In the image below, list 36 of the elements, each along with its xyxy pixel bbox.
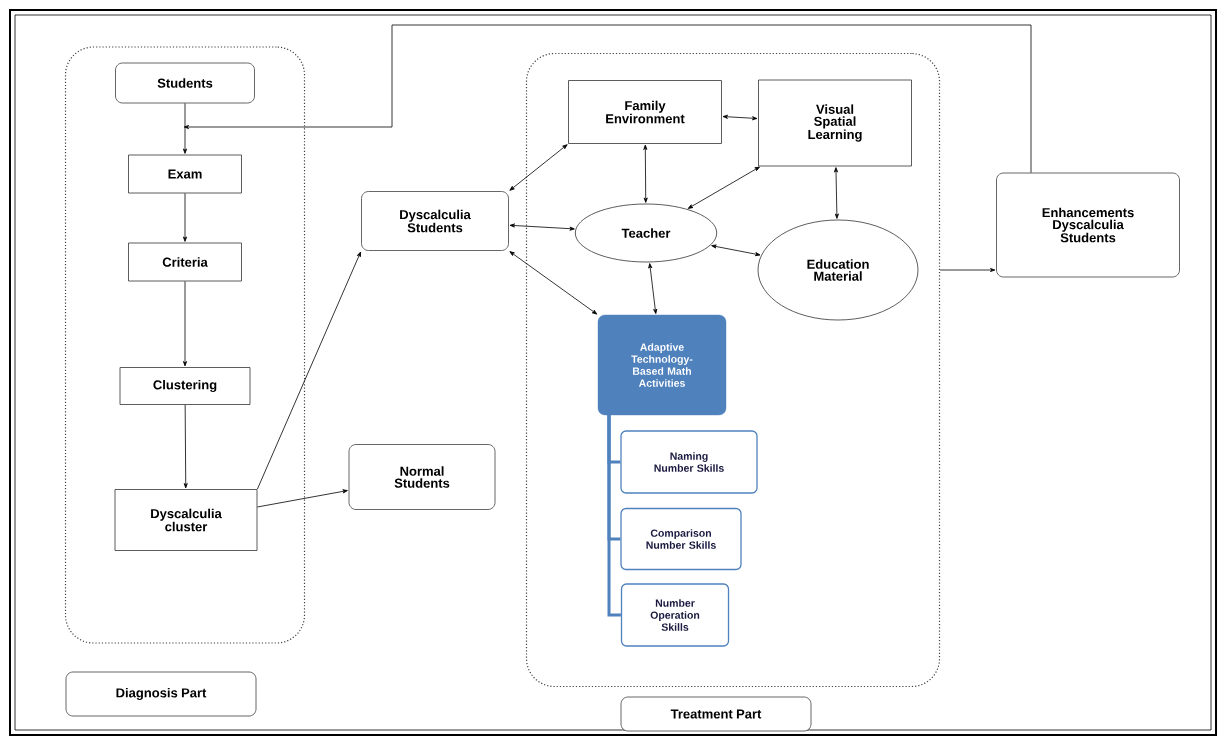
arrow [509, 251, 598, 315]
section-label-box: Treatment Part [620, 696, 812, 732]
arrow [257, 251, 362, 490]
dotted-group-frame [64, 46, 306, 644]
arrow [643, 144, 648, 203]
start-box: Students [115, 62, 255, 104]
arrow [509, 144, 568, 191]
arrow [183, 193, 187, 242]
process-box: Clustering [119, 367, 251, 405]
arrow [183, 103, 187, 154]
group-box: Normal Students [348, 444, 496, 510]
connector-line [607, 415, 621, 617]
skill-box: Naming Number Skills [620, 430, 758, 494]
arrow [648, 263, 658, 314]
process-box: Exam [128, 154, 242, 194]
arrow [183, 404, 188, 489]
arrow [257, 489, 348, 508]
arrow [722, 114, 758, 121]
skill-box: Comparison Number Skills [620, 507, 742, 571]
arrow [939, 268, 996, 272]
arrow [687, 166, 760, 209]
factor-box: Visual Spatial Learning [758, 79, 912, 167]
arrow [711, 244, 761, 257]
arrow [509, 223, 575, 231]
factor-box: Family Environment [568, 80, 722, 144]
skill-box: Number Operation Skills [620, 583, 730, 647]
process-box: Dyscalculia cluster [114, 489, 258, 551]
arrow [834, 167, 839, 219]
process-box: Criteria [128, 242, 242, 282]
dotted-group-frame [525, 52, 941, 688]
arrow [183, 281, 187, 367]
group-box: Dyscalculia Students [361, 191, 509, 251]
activity-box: Adaptive Technology-Based Math Activities [597, 314, 727, 416]
section-label-box: Diagnosis Part [65, 671, 257, 717]
arrow [183, 24, 1032, 173]
result-box: Enhancements Dyscalculia Students [996, 172, 1180, 278]
